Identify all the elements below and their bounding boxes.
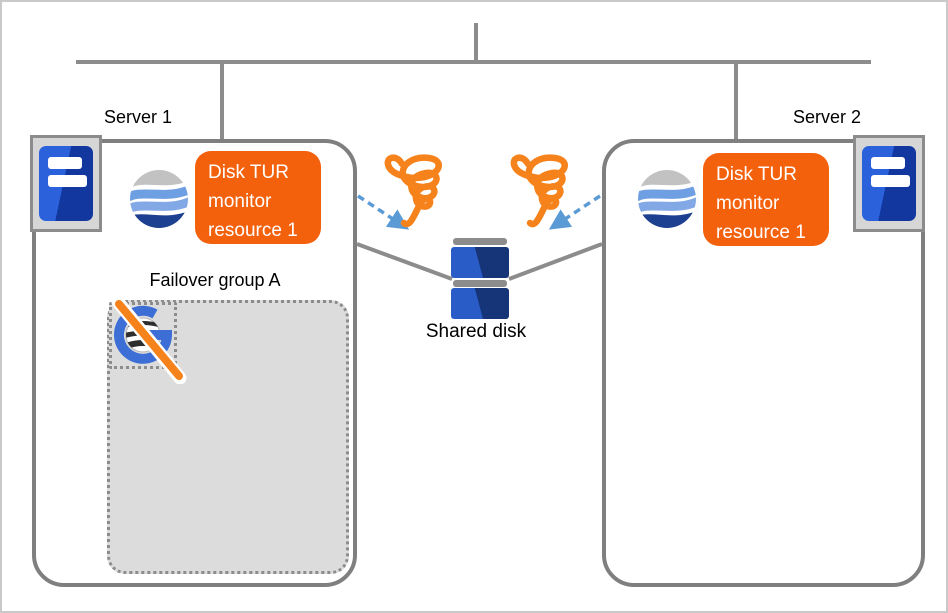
server-slot-bar [48, 175, 87, 187]
shared-disk-label: Shared disk [425, 321, 527, 342]
server2-server-icon [853, 135, 925, 232]
server-icon [39, 146, 93, 221]
disk-cap [453, 238, 507, 245]
tornado-icon-right [507, 151, 573, 231]
shared-disk-icon [451, 238, 510, 319]
group-resource-disabled-icon [111, 296, 187, 384]
monitor-badge-server2: Disk TUR monitor resource 1 [703, 153, 829, 246]
monitor-badge-server1: Disk TUR monitor resource 1 [195, 151, 321, 244]
slash-icon [115, 300, 183, 380]
disk-unit [451, 247, 509, 278]
monitor-resource-wave-icon-server2 [637, 169, 697, 229]
server2-label: Server 2 [792, 107, 862, 127]
server-icon [862, 146, 916, 221]
server1-label: Server 1 [103, 107, 173, 127]
server-slot-bar [48, 157, 82, 169]
tornado-icon-left [381, 151, 447, 231]
monitor-resource-wave-icon-server1 [129, 169, 189, 229]
server1-disk-connector [356, 242, 453, 281]
failover-group-label: Failover group A [149, 270, 281, 290]
server-slot-bar [871, 175, 910, 187]
disk-cap [453, 280, 507, 287]
disk-unit [451, 288, 509, 319]
server-slot-bar [871, 157, 905, 169]
server1-server-icon [30, 135, 102, 232]
server2-disk-connector [508, 242, 603, 281]
